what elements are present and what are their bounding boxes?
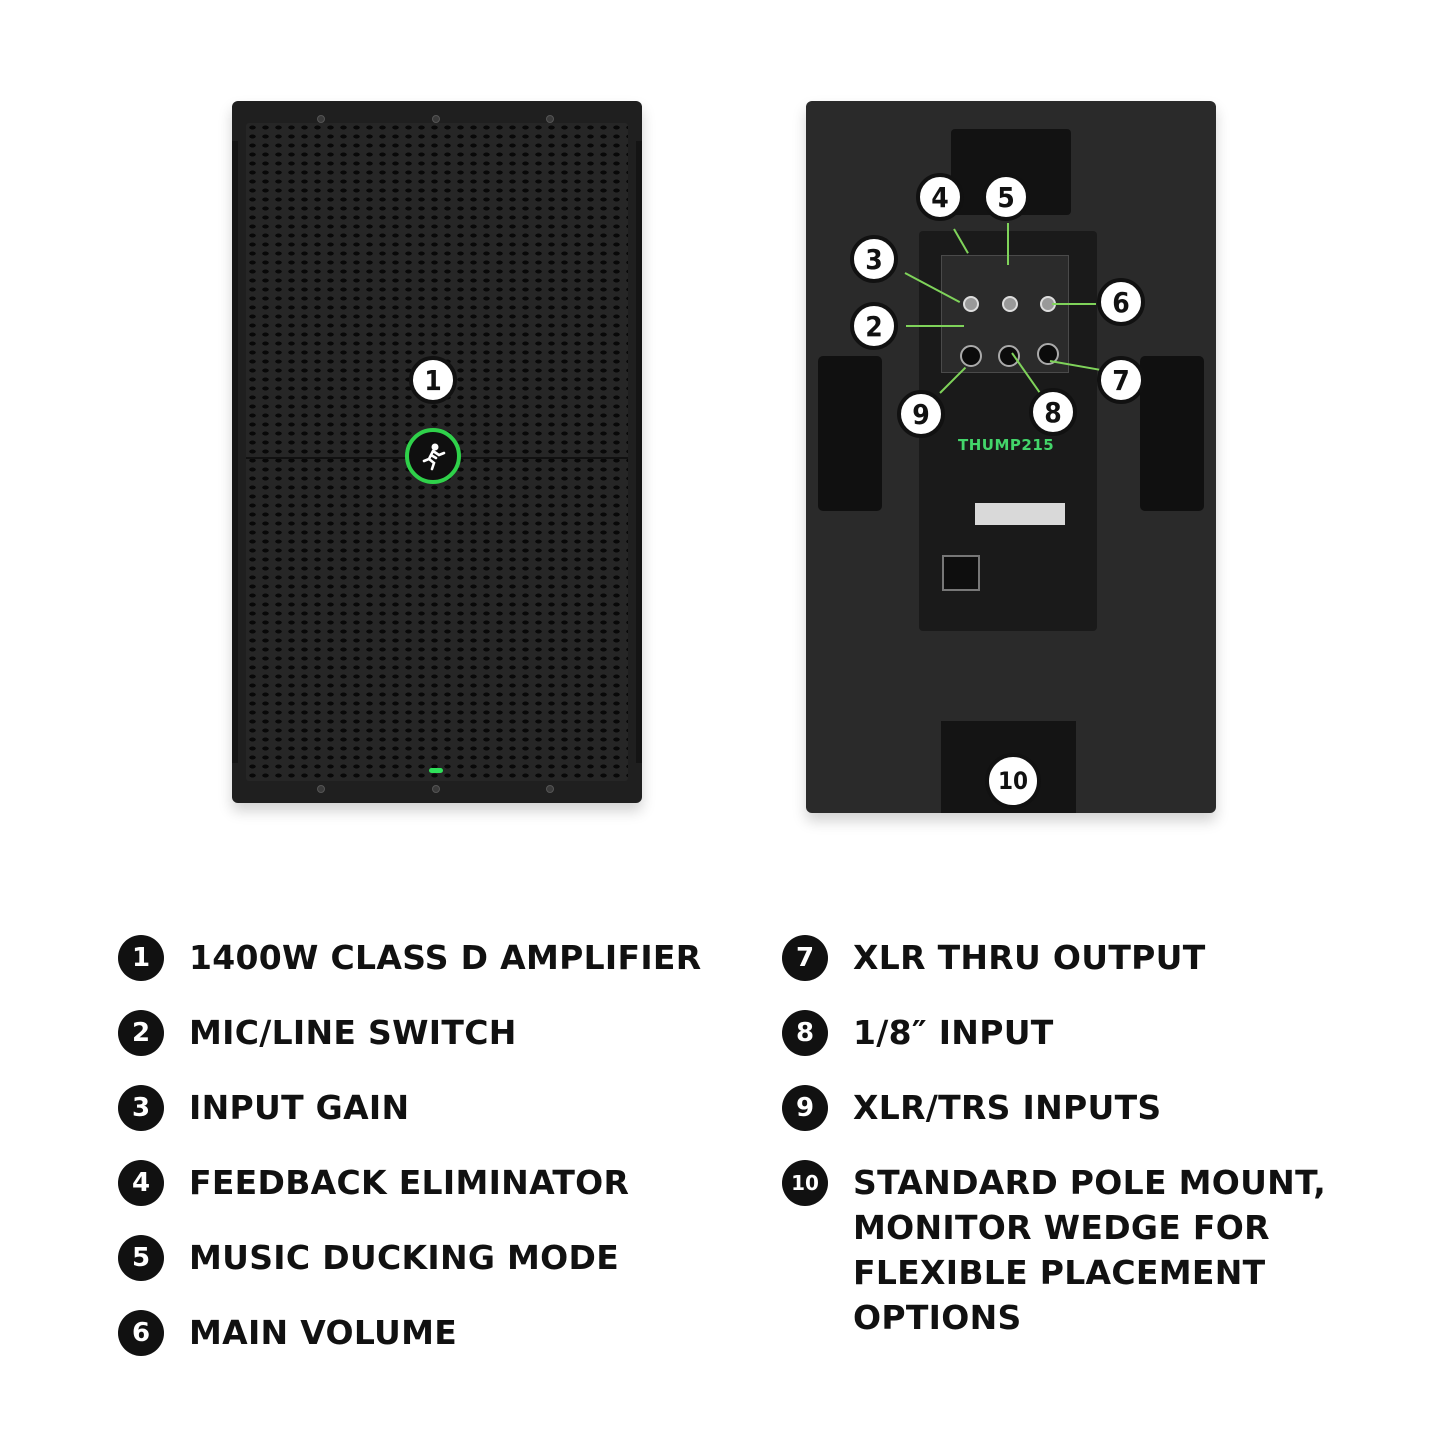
ch1-gain-knob	[963, 296, 979, 312]
feature-number: 5	[118, 1235, 164, 1281]
feature-item: 7 XLR THRU OUTPUT	[782, 935, 1206, 981]
feature-text: 1400W CLASS D AMPLIFIER	[189, 938, 702, 977]
feature-text-line: FLEXIBLE PLACEMENT	[853, 1253, 1266, 1292]
callout-3: 3	[850, 235, 898, 283]
callout-9: 9	[897, 390, 945, 438]
callout-5: 5	[982, 173, 1030, 221]
thump-brand-label: THUMP215	[958, 436, 1055, 454]
feature-number: 4	[118, 1160, 164, 1206]
feature-text: FEEDBACK ELIMINATOR	[189, 1163, 630, 1202]
front-side-left	[232, 141, 238, 763]
callout-10: 10	[985, 753, 1041, 809]
callout-6: 6	[1097, 278, 1145, 326]
ch2-combo-jack	[998, 345, 1020, 367]
feature-text: MAIN VOLUME	[189, 1313, 458, 1352]
feature-number: 8	[782, 1010, 828, 1056]
callout-2: 2	[850, 302, 898, 350]
ch1-combo-jack	[960, 345, 982, 367]
feature-item: 6 MAIN VOLUME	[118, 1310, 457, 1356]
feature-text: XLR THRU OUTPUT	[853, 938, 1206, 977]
feature-text: MIC/LINE SWITCH	[189, 1013, 517, 1052]
feature-item: 8 1/8″ INPUT	[782, 1010, 1054, 1056]
feature-text: 1/8″ INPUT	[853, 1013, 1054, 1052]
xlr-thru-jack	[1037, 343, 1059, 365]
callout-1: 1	[409, 356, 457, 404]
feature-text: MUSIC DUCKING MODE	[189, 1238, 620, 1277]
screw	[317, 115, 325, 123]
iec-power-socket	[942, 555, 980, 591]
leader-line	[906, 325, 964, 327]
feature-text-line: STANDARD POLE MOUNT,	[853, 1163, 1327, 1202]
feature-number: 2	[118, 1010, 164, 1056]
feature-number: 10	[782, 1160, 828, 1206]
feature-item: 10 STANDARD POLE MOUNT, MONITOR WEDGE FO…	[782, 1160, 1326, 1340]
feature-text: INPUT GAIN	[189, 1088, 410, 1127]
feature-number: 9	[782, 1085, 828, 1131]
screw	[546, 115, 554, 123]
screw	[317, 785, 325, 793]
feature-number: 7	[782, 935, 828, 981]
feature-number: 1	[118, 935, 164, 981]
mackie-running-man-icon	[422, 443, 446, 471]
feature-item: 5 MUSIC DUCKING MODE	[118, 1235, 619, 1281]
leader-line	[1052, 303, 1096, 305]
screw	[546, 785, 554, 793]
feature-text-multiline: STANDARD POLE MOUNT, MONITOR WEDGE FOR F…	[853, 1160, 1326, 1340]
feature-text-line: OPTIONS	[853, 1298, 1022, 1337]
side-handle-left	[818, 356, 882, 511]
leader-line	[1007, 223, 1009, 265]
feature-item: 9 XLR/TRS INPUTS	[782, 1085, 1161, 1131]
feature-item: 1 1400W CLASS D AMPLIFIER	[118, 935, 702, 981]
feature-item: 2 MIC/LINE SWITCH	[118, 1010, 517, 1056]
feature-text: XLR/TRS INPUTS	[853, 1088, 1162, 1127]
feature-text-line: MONITOR WEDGE FOR	[853, 1208, 1270, 1247]
callout-8: 8	[1029, 388, 1077, 436]
ch2-gain-knob	[1002, 296, 1018, 312]
front-side-right	[636, 141, 642, 763]
callout-4: 4	[916, 173, 964, 221]
screw	[432, 785, 440, 793]
screw	[432, 115, 440, 123]
feature-number: 6	[118, 1310, 164, 1356]
mackie-logo-badge	[405, 428, 461, 484]
feature-item: 3 INPUT GAIN	[118, 1085, 409, 1131]
warning-sticker	[975, 503, 1065, 525]
callout-7: 7	[1097, 356, 1145, 404]
side-handle-right	[1140, 356, 1204, 511]
feature-number: 3	[118, 1085, 164, 1131]
feature-item: 4 FEEDBACK ELIMINATOR	[118, 1160, 629, 1206]
power-led	[429, 768, 443, 773]
